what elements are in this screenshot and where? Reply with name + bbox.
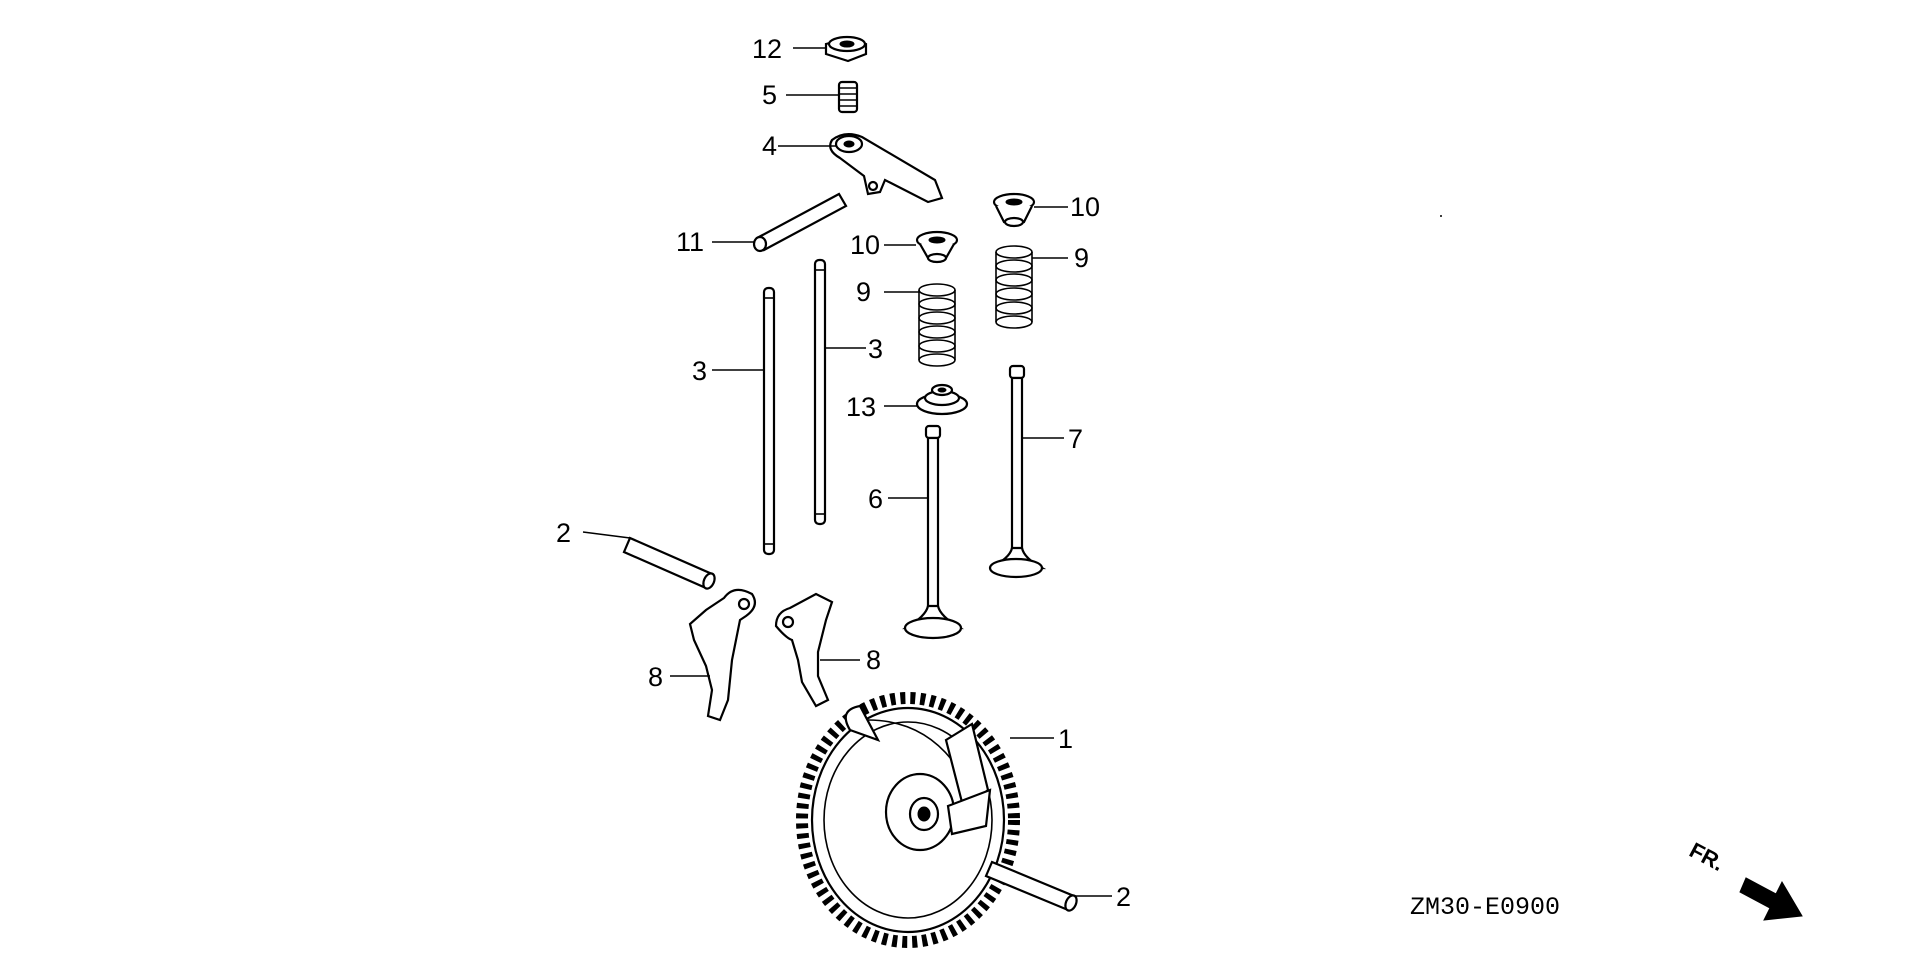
callout-13: 13 [846,392,876,422]
part-5-pivot [837,80,859,114]
part-6-valve-left [902,424,964,640]
callout-2-upper: 2 [556,518,571,548]
callout-10-right: 10 [1070,192,1100,222]
part-10-retainer-left [915,230,959,264]
callout-3-left: 3 [692,356,707,386]
part-2-pin-upper [622,536,716,590]
part-3-push-rod-left [762,286,776,556]
part-3-push-rod-right [813,258,827,526]
part-8-cam-follower-left [688,588,757,722]
part-13-stem-seal [915,383,969,416]
callout-12: 12 [752,34,782,64]
part-10-retainer-right [992,192,1036,228]
part-9-spring-right [995,245,1033,329]
callout-2-lower: 2 [1116,882,1131,912]
callout-7: 7 [1068,424,1083,454]
part-9-spring-left [918,283,956,367]
front-direction-label: FR. [1685,837,1728,876]
callout-1: 1 [1058,724,1073,754]
callout-10-left: 10 [850,230,880,260]
callout-8-left: 8 [648,662,663,692]
stray-dot [1440,215,1442,217]
callout-6: 6 [868,484,883,514]
callout-9-right: 9 [1074,243,1089,273]
part-11-shaft [752,192,848,253]
callout-4: 4 [762,131,777,161]
part-8-cam-follower-right [774,592,834,708]
part-4-rocker-arm [829,133,944,204]
callout-5: 5 [762,80,777,110]
part-1-camshaft-gear [796,692,1020,948]
callout-9-left: 9 [856,277,871,307]
front-direction-arrow-icon [1739,877,1803,921]
part-12-nut [824,35,868,63]
part-2-pin-lower [984,860,1078,912]
part-7-valve-right [988,364,1047,579]
callout-8-right: 8 [866,645,881,675]
diagram-code: ZM30-E0900 [1410,893,1560,922]
callout-11: 11 [676,227,704,257]
callout-3-right: 3 [868,334,883,364]
